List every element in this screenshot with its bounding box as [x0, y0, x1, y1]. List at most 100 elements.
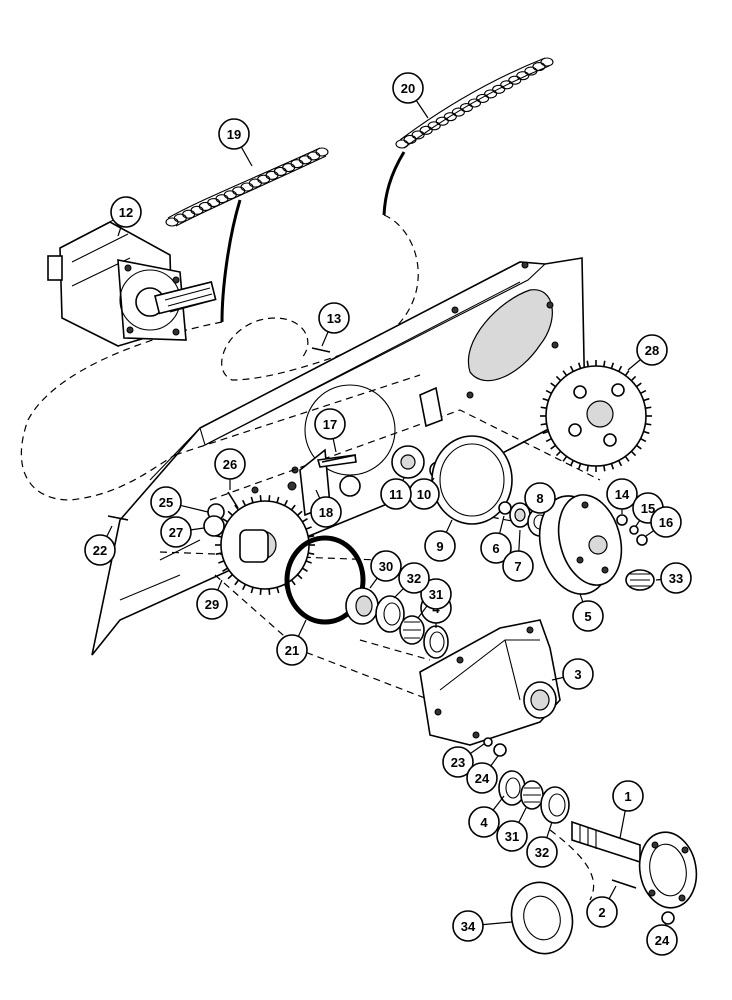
callout-leader — [415, 100, 429, 119]
chain-link — [307, 151, 321, 161]
sprocket-tooth — [562, 370, 568, 377]
sprocket-tooth — [577, 362, 582, 369]
callout-number: 26 — [223, 457, 237, 472]
sprocket-tooth — [545, 389, 552, 395]
pin-26 — [227, 491, 239, 509]
sprocket-tooth — [276, 587, 280, 594]
chain-link — [459, 103, 473, 113]
callout-leader — [393, 588, 404, 599]
sprocket-tooth — [268, 588, 271, 595]
chain-link — [240, 182, 254, 192]
callout-circle — [442, 746, 474, 778]
callout-c28: 28 — [627, 334, 668, 371]
callout-number: 11 — [389, 487, 403, 502]
callout-number: 28 — [645, 343, 659, 358]
callout-number: 19 — [227, 127, 241, 142]
callout-c32a: 32 — [393, 562, 430, 599]
callout-number: 13 — [327, 311, 341, 326]
callout-c10: 10 — [408, 477, 440, 510]
callout-c21: 21 — [276, 619, 308, 666]
sprocket-tooth — [542, 430, 549, 435]
callout-leader — [297, 619, 307, 637]
sprocket-tooth — [305, 526, 312, 530]
sprocket-tooth — [617, 365, 623, 372]
sprocket-tooth — [290, 579, 296, 586]
spacer-30 — [345, 587, 379, 625]
callout-c11: 11 — [380, 477, 412, 510]
callout-c32b: 32 — [526, 821, 558, 868]
chain-link — [411, 130, 425, 140]
callout-number: 15 — [641, 501, 655, 516]
callout-leader — [619, 810, 626, 839]
chain-link — [540, 57, 554, 67]
sprocket-tooth — [540, 423, 547, 426]
sprocket-tooth — [296, 510, 303, 516]
callout-circle — [526, 836, 558, 868]
chain-link — [223, 190, 237, 200]
bolt-2 — [611, 879, 637, 889]
callout-leader — [655, 578, 662, 581]
callout-c9: 9 — [424, 519, 456, 562]
chain-link — [484, 89, 498, 99]
bolt-22 — [107, 515, 129, 521]
sprocket-tooth — [259, 588, 262, 595]
callout-circle — [160, 516, 192, 548]
o-ring-21 — [284, 535, 366, 625]
callout-leader — [417, 605, 428, 619]
callout-c22: 22 — [84, 525, 116, 566]
callout-c27: 27 — [160, 516, 205, 548]
callout-number: 12 — [119, 205, 133, 220]
callout-leader — [546, 821, 553, 838]
callout-circle — [398, 562, 430, 594]
callout-leader — [492, 795, 505, 811]
sprocket-tooth — [586, 360, 589, 367]
nut-27 — [203, 515, 225, 537]
hub-cover-5 — [538, 494, 623, 595]
chain-link — [182, 209, 196, 219]
callout-number: 23 — [451, 755, 465, 770]
bearing-cup-32 — [375, 595, 405, 633]
callout-c25: 25 — [150, 486, 209, 518]
callout-number: 22 — [93, 543, 107, 558]
chain-link — [190, 205, 204, 215]
callout-c7: 7 — [502, 529, 534, 582]
callout-leader — [608, 885, 617, 900]
chain-link — [443, 112, 457, 122]
callout-c4b: 4 — [468, 795, 505, 838]
sprocket-tooth — [630, 375, 637, 382]
sprocket-tooth — [215, 552, 222, 555]
callout-c8: 8 — [524, 482, 556, 514]
callout-circle — [660, 562, 692, 594]
gasket-9 — [431, 435, 513, 525]
chain-link — [290, 159, 304, 169]
callout-number: 32 — [407, 571, 421, 586]
callout-number: 9 — [436, 539, 443, 554]
callout-leader — [645, 530, 655, 537]
callout-number: 2 — [598, 905, 605, 920]
sprocket-tooth — [222, 567, 229, 573]
callout-number: 24 — [655, 933, 670, 948]
axle-shaft-1 — [571, 820, 698, 909]
callout-number: 25 — [159, 495, 173, 510]
hydraulic-motor — [47, 213, 217, 347]
callout-number: 34 — [461, 919, 476, 934]
callout-number: 31 — [429, 587, 443, 602]
callout-leader — [499, 515, 505, 534]
callout-circle — [646, 924, 678, 956]
sprocket-tooth — [234, 579, 240, 586]
chain-link — [500, 80, 514, 90]
chain-link — [395, 139, 409, 149]
sprocket-tooth — [610, 463, 615, 470]
callout-leader — [579, 593, 584, 603]
callout-number: 7 — [514, 559, 521, 574]
chain-link — [508, 75, 522, 85]
callout-c20: 20 — [392, 72, 429, 119]
callout-number: 4 — [480, 815, 488, 830]
chain-link — [298, 155, 312, 165]
sprocket-tooth — [308, 535, 315, 538]
drive-chain-19 — [165, 147, 329, 323]
idler-sprocket-11 — [339, 445, 425, 497]
bolt-17 — [321, 454, 357, 463]
callout-circle — [310, 496, 342, 528]
callout-c18: 18 — [310, 489, 342, 528]
